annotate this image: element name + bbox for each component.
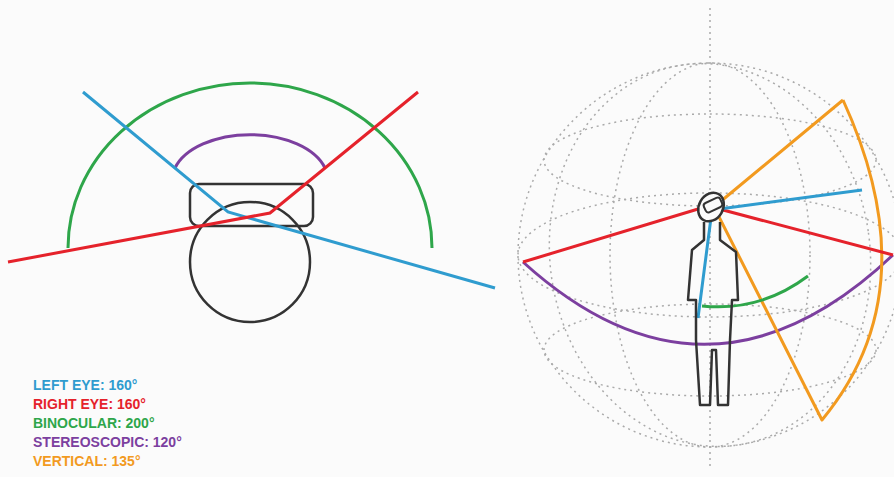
- left-eye-line: [83, 92, 495, 288]
- legend-text: BINOCULAR: 200°: [33, 415, 155, 431]
- legend-entry: STEREOSCOPIC: 120°: [33, 433, 182, 452]
- stereoscopic-arc-3d: [523, 255, 893, 344]
- legend-entry: BINOCULAR: 200°: [33, 414, 182, 433]
- legend-entry: LEFT EYE: 160°: [33, 376, 182, 395]
- legend-text: RIGHT EYE: 160°: [33, 396, 146, 412]
- legend-text: STEREOSCOPIC: 120°: [33, 434, 182, 450]
- stereoscopic-arc: [175, 135, 325, 168]
- legend-entry: VERTICAL: 135°: [33, 452, 182, 471]
- vertical-wedge: [714, 100, 882, 420]
- legend-text: VERTICAL: 135°: [33, 453, 141, 469]
- right-eye-line: [8, 92, 418, 262]
- binocular-arc-3d: [702, 276, 808, 307]
- person-headset: [703, 197, 724, 214]
- legend: LEFT EYE: 160° RIGHT EYE: 160° BINOCULAR: …: [33, 376, 182, 471]
- top-view: [8, 83, 495, 322]
- person-figure: [688, 222, 738, 405]
- legend-entry: RIGHT EYE: 160°: [33, 395, 182, 414]
- perspective-view: [523, 100, 893, 420]
- head-outline: [190, 202, 310, 322]
- sphere-grid: [518, 8, 894, 470]
- legend-text: LEFT EYE: 160°: [33, 377, 137, 393]
- person-head: [693, 188, 729, 226]
